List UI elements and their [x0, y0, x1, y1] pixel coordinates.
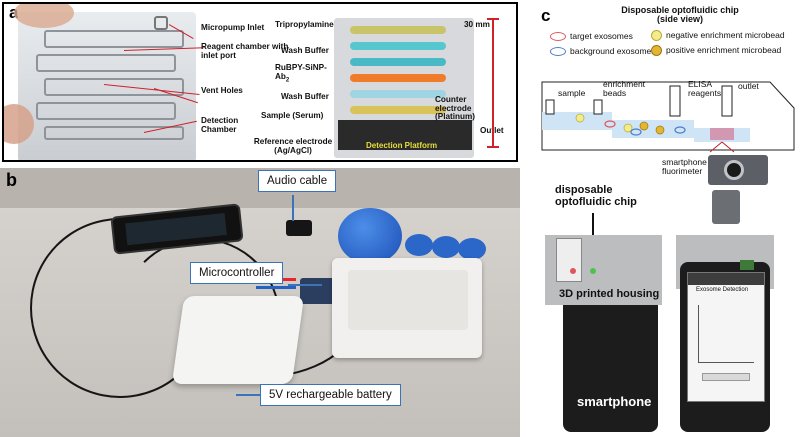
scale-label: 30 mm [464, 20, 490, 29]
negative-bead-icon [651, 30, 662, 41]
label-tripropylamine: Tripropylamine [275, 20, 334, 29]
scale-bar [487, 18, 499, 148]
label-wash-buffer-1: Wash Buffer [281, 46, 329, 55]
label-disposable-chip: disposable optofluidic chip [555, 184, 637, 208]
fluorimeter-port [740, 260, 754, 270]
panel-b-letter: b [6, 170, 17, 190]
microchannel [44, 30, 184, 48]
label-3d-housing: 3D printed housing [559, 288, 660, 300]
microchannel [44, 78, 184, 96]
panel-a: a Micropump Inlet Reagent chamber with i… [2, 2, 518, 162]
status-led-red [570, 268, 576, 274]
microchannel [36, 102, 176, 120]
label-elisa-reagents: ELISA reagents [688, 79, 722, 98]
pointer-line [288, 284, 322, 286]
label-detection-chamber: Detection Chamber [201, 116, 239, 134]
blue-dome [338, 208, 402, 264]
finger-decoration [14, 4, 74, 28]
platform-base [338, 120, 472, 150]
detection-platform-label: Detection Platform [366, 141, 438, 150]
callout-audio-cable: Audio cable [258, 170, 337, 192]
label-rubpy: RuBPY-SiNP-Ab2 [275, 63, 327, 84]
legend-negative-microbead: negative enrichment microbead [666, 30, 785, 40]
microfluidic-chip-photo [18, 12, 196, 160]
label-counter-electrode: Counter electrode (Platinum) [435, 95, 476, 122]
device-wells [348, 270, 468, 330]
app-screen: Exosome Detection [687, 272, 765, 402]
target-exosome-icon [550, 32, 566, 41]
label-enrichment-beads: enrichment beads [603, 79, 646, 98]
background-exosome-icon [550, 47, 566, 56]
pointer-line [236, 394, 260, 396]
camera-lens-icon [724, 160, 744, 180]
panel-a-letter: a [9, 4, 18, 23]
label-wash-buffer-2: Wash Buffer [281, 92, 329, 101]
reagent-strip [350, 74, 446, 82]
reagent-strip [350, 42, 446, 50]
label-reagent-chamber: Reagent chamber with inlet port [201, 42, 289, 60]
app-plot [698, 305, 754, 363]
label-micropump-inlet: Micropump Inlet [201, 23, 265, 32]
label-vent-holes: Vent Holes [201, 86, 243, 95]
arrow-shaft [592, 213, 594, 253]
label-sample-serum: Sample (Serum) [261, 111, 324, 120]
pointer-line [292, 195, 294, 221]
audio-jack [286, 220, 312, 236]
reagent-strip [350, 90, 446, 98]
reagent-strip [350, 58, 446, 66]
app-title: Exosome Detection [696, 287, 749, 293]
label-outlet: Outlet [480, 126, 504, 136]
app-button[interactable] [702, 373, 750, 381]
chip-title: Disposable optofluidic chip(side view) [621, 5, 739, 25]
label-outlet-c: outlet [738, 81, 759, 91]
panel-b: b Audio cable Microcontroller 5V recharg… [0, 168, 520, 437]
inserted-chip [556, 238, 582, 282]
microchannel [36, 54, 176, 72]
positive-bead-icon [651, 45, 662, 56]
label-smartphone-fluorimeter: smartphone fluorimeter [662, 157, 707, 176]
blue-disc [405, 234, 433, 256]
micropump-port [154, 16, 168, 30]
blue-disc [432, 236, 460, 258]
panel-c-letter: c [541, 6, 551, 25]
reagent-strip [350, 26, 446, 34]
label-smartphone: smartphone [577, 394, 652, 409]
chip-side-view-diagram [541, 81, 795, 153]
callout-microcontroller: Microcontroller [190, 262, 284, 284]
status-led-green [590, 268, 596, 274]
reagent-strip [350, 106, 446, 114]
callout-battery: 5V rechargeable battery [260, 384, 401, 406]
legend-positive-microbead: positive enrichment microbead [666, 45, 782, 55]
battery-photo [171, 296, 305, 384]
blue-disc [458, 238, 486, 260]
label-sample: sample [558, 88, 586, 98]
wire-blue [256, 286, 296, 289]
legend-target-exosomes: target exosomes [570, 31, 633, 41]
label-reference-electrode: Reference electrode (Ag/AgCl) [253, 137, 333, 155]
microchannel [44, 126, 184, 140]
chip-cartridge-photo [712, 190, 740, 224]
legend-background-exosomes: background exosomes [570, 46, 656, 56]
